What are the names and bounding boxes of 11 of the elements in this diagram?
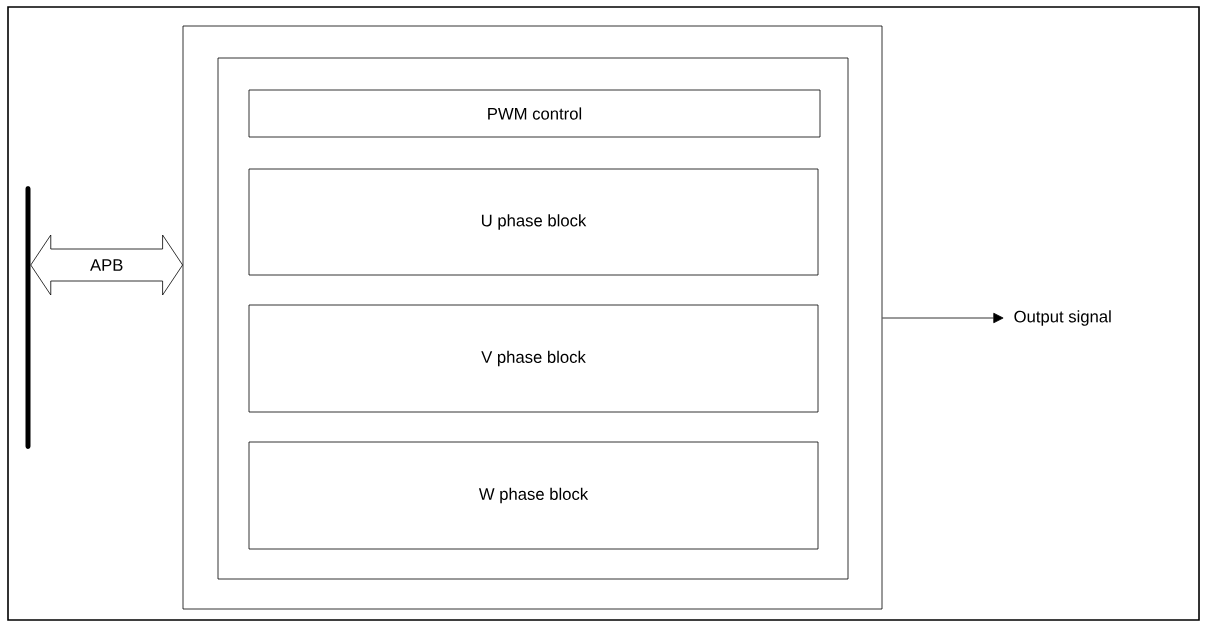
module-box: [217, 57, 849, 580]
block-box: U phase block: [248, 168, 819, 276]
block-box: PWM control: [248, 89, 821, 138]
bus-arrow: [30, 234, 183, 296]
edge-label: APB: [90, 259, 123, 271]
block-box: W phase block: [248, 441, 819, 550]
block-box: V phase block: [248, 304, 819, 413]
signal-label: Output signal: [1014, 310, 1111, 326]
module-box: [182, 25, 883, 610]
bus-bar: [25, 186, 31, 449]
arrow: [882, 312, 1004, 324]
